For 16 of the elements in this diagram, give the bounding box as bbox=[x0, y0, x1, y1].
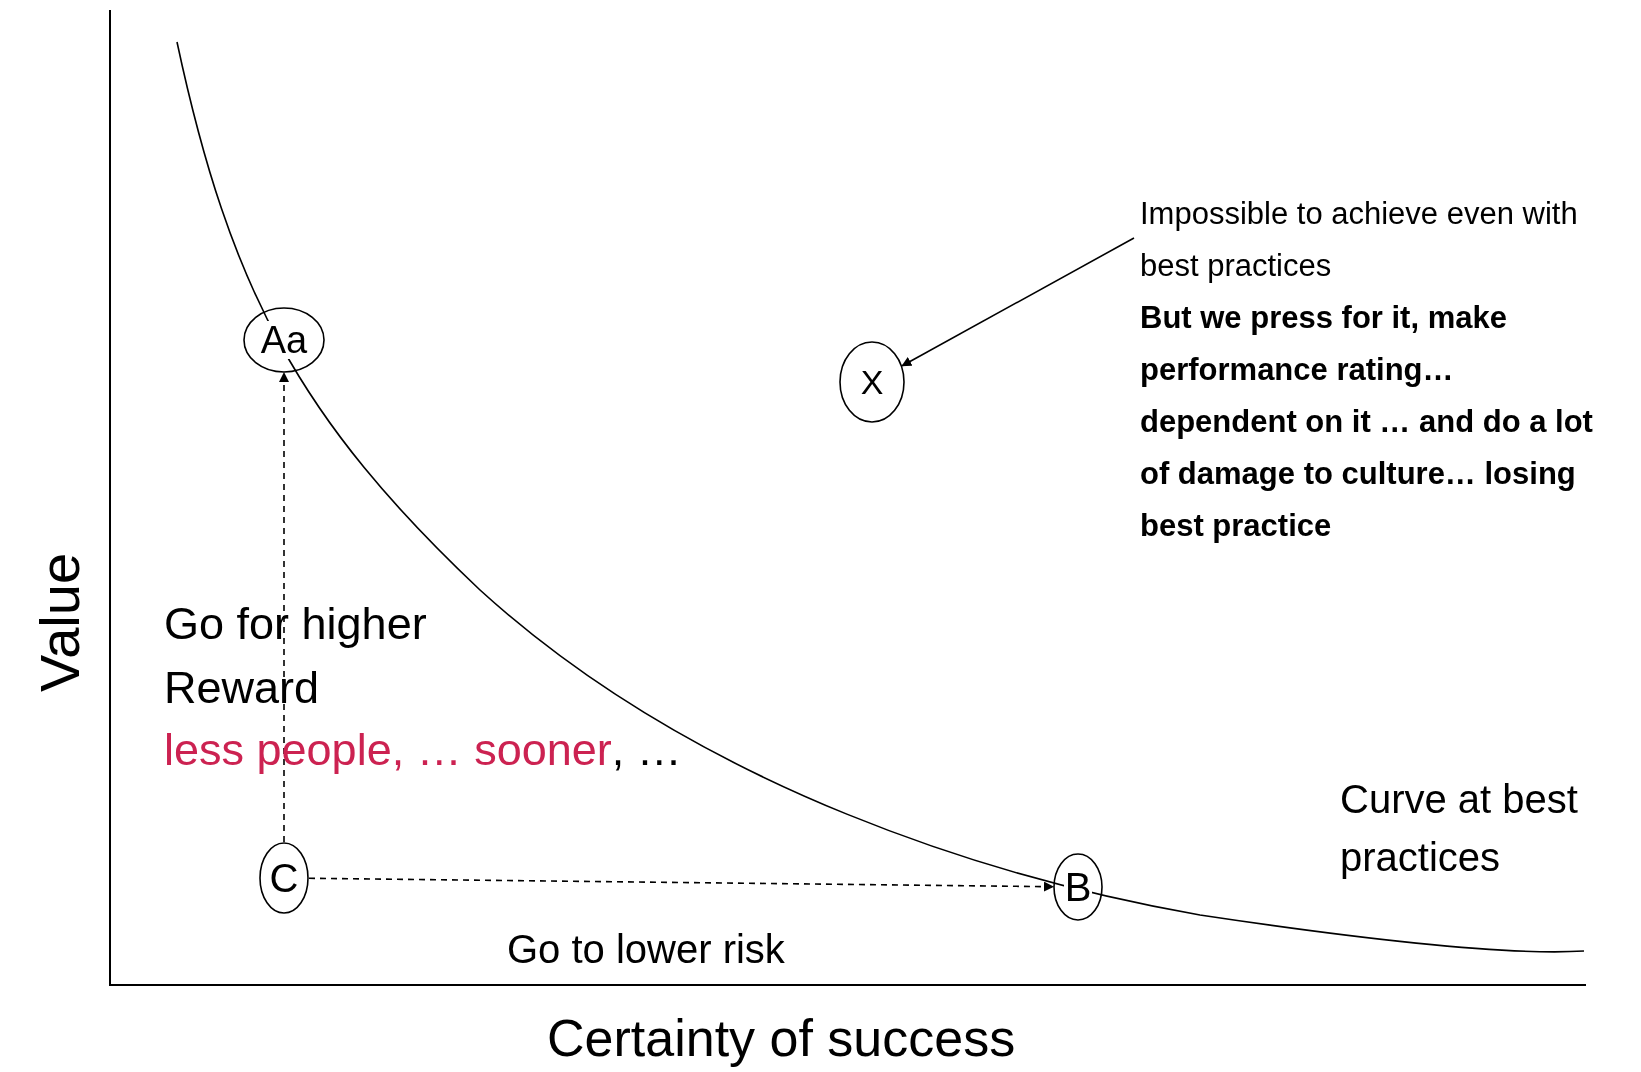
annotation-text: less people, … sooner bbox=[164, 724, 612, 776]
circled-point: Aa bbox=[243, 307, 325, 373]
arrow bbox=[308, 877, 1054, 892]
arrow bbox=[901, 237, 1135, 367]
axis-title: Certainty of success bbox=[547, 1008, 1016, 1068]
curve-label: Curve at best practices bbox=[1340, 776, 1579, 881]
circled-point: C bbox=[259, 842, 309, 914]
note-text: Impossible to achieve even with best practices bbox=[1140, 195, 1579, 285]
annotation-text: Go for higher Reward bbox=[164, 597, 428, 715]
annotation-text: Go to lower risk bbox=[507, 927, 785, 972]
note-emphasis-text: But we press for it, make performance rating… dependent on it … and do a lot of damage to culture… losing best practice bbox=[1140, 299, 1594, 545]
arrow bbox=[279, 372, 289, 843]
circled-point: X bbox=[839, 341, 905, 423]
circled-point: B bbox=[1053, 853, 1103, 921]
axis-title: Value bbox=[27, 552, 93, 693]
annotation-text: , … bbox=[611, 724, 682, 776]
